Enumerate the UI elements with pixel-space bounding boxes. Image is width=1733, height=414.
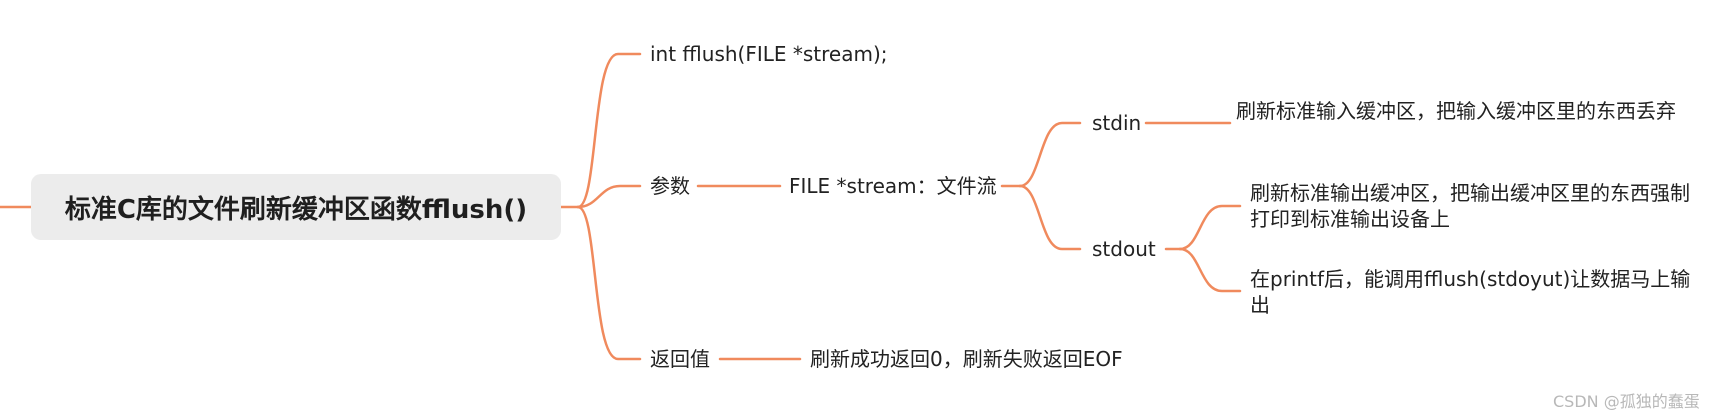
node-stdin[interactable]: stdin (1092, 111, 1142, 135)
node-return-desc[interactable]: 刷新成功返回0，刷新失败返回EOF (810, 347, 1123, 371)
node-stdin-desc[interactable]: 刷新标准输入缓冲区，把输入缓冲区里的东西丢弃 (1236, 99, 1676, 123)
edge-to-return (576, 205, 642, 361)
node-stdout[interactable]: stdout (1092, 237, 1156, 261)
node-prototype[interactable]: int fflush(FILE *stream); (650, 42, 888, 66)
node-params[interactable]: 参数 (650, 174, 690, 198)
node-stream[interactable]: FILE *stream：文件流 (789, 174, 997, 198)
edge-to-params (576, 184, 642, 209)
node-stdout-desc2[interactable]: 在printf后，能调用fflush(stdoyut)让数据马上输出 (1250, 267, 1691, 317)
root-label: 标准C库的文件刷新缓冲区函数fflush() (64, 194, 528, 225)
node-return[interactable]: 返回值 (650, 347, 710, 371)
root-node[interactable]: 标准C库的文件刷新缓冲区函数fflush() (31, 174, 561, 240)
watermark: CSDN @孤独的蠢蛋 (1553, 392, 1700, 411)
edge-to-stdout (1018, 184, 1082, 251)
edge-to-stdin (1018, 121, 1082, 188)
edge-to-prototype (576, 52, 642, 209)
node-stdout-desc1[interactable]: 刷新标准输出缓冲区，把输出缓冲区里的东西强制打印到标准输出设备上 (1250, 181, 1690, 231)
edge-to-stdout-desc1 (1178, 204, 1242, 251)
edge-to-stdout-desc2 (1178, 247, 1242, 293)
